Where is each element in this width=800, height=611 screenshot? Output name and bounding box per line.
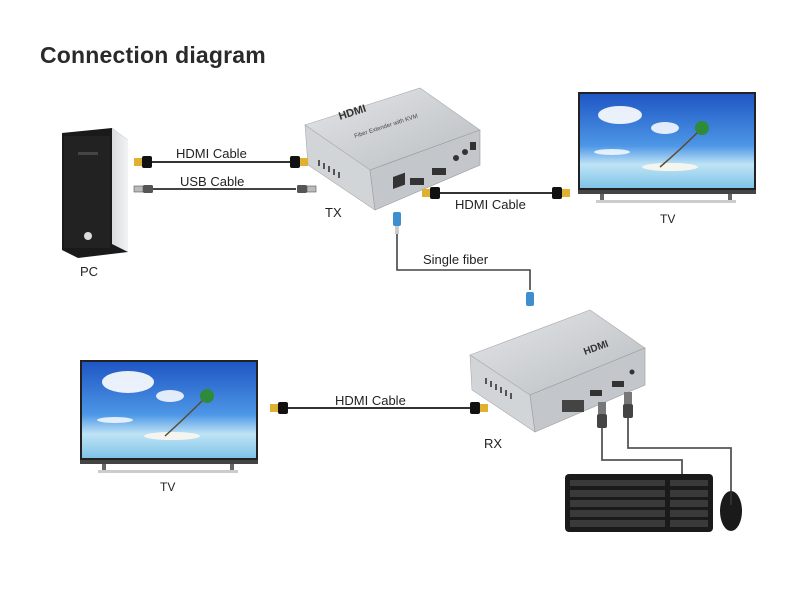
diagram-title: Connection diagram — [40, 42, 266, 68]
label-rx: RX — [484, 436, 503, 451]
label-tv-bottom: TV — [160, 480, 176, 494]
tv-top — [578, 92, 756, 203]
keyboard — [565, 474, 713, 532]
label-tx-tv-hdmi: HDMI Cable — [455, 197, 526, 212]
cable-fiber — [393, 212, 534, 306]
rx-device: HDMI — [469, 309, 646, 433]
label-rx-tv-hdmi: HDMI Cable — [335, 393, 406, 408]
cable-rx-keyboard — [597, 402, 683, 474]
mouse — [720, 491, 742, 531]
cable-tx-tv-hdmi — [422, 187, 570, 199]
label-tx: TX — [325, 205, 342, 220]
cable-pc-tx-hdmi — [134, 156, 308, 168]
tx-device: HDMI Fiber Extender with KVM — [304, 87, 481, 211]
label-pc-tx-usb: USB Cable — [180, 174, 245, 189]
pc-tower — [62, 128, 128, 258]
label-pc-tx-hdmi: HDMI Cable — [176, 146, 247, 161]
label-tv-top: TV — [660, 212, 676, 226]
cable-rx-mouse — [623, 392, 732, 491]
cable-pc-tx-usb — [133, 184, 317, 194]
cable-rx-tv-hdmi — [270, 402, 488, 414]
tv-bottom — [80, 360, 258, 473]
label-pc: PC — [80, 264, 99, 279]
label-fiber: Single fiber — [423, 252, 489, 267]
